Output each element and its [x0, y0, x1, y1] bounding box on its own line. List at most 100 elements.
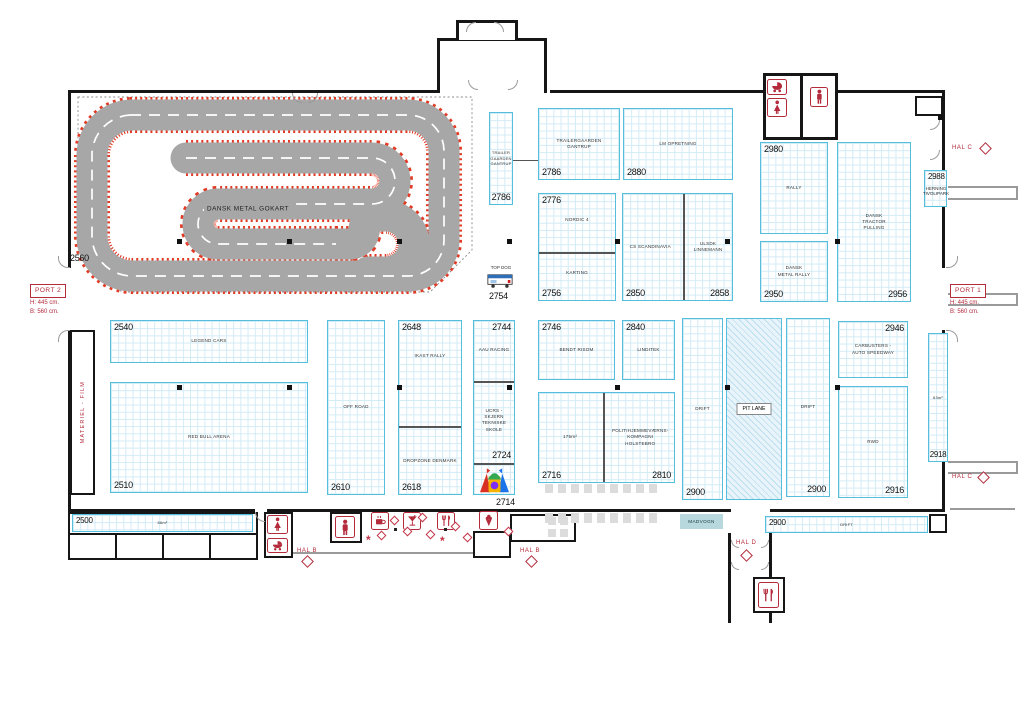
diamond-ornament: [462, 532, 473, 543]
booth-label: UCRS - SKJERN TEKNISKE SKOLE: [481, 408, 507, 432]
port-2-annotation: PORT 2 H: 445 cm. B: 560 cm.: [30, 284, 67, 317]
annex-room-1: [473, 531, 511, 558]
booth-label: LM OPRETNING: [659, 140, 697, 146]
pillar: [725, 385, 730, 390]
door-arc: [761, 540, 769, 548]
booth-2950: DANSK METAL RALLY 2950: [760, 241, 828, 302]
booth-2786: TRAILERGAARDEN GANTRUP 2786: [538, 108, 620, 180]
booth-label: CS SCANDINAVIA: [629, 243, 671, 249]
booth-label: HERNING TIVOLIPARK: [922, 186, 950, 197]
corridor-d-left: [728, 533, 731, 623]
booth-number: 2746: [542, 322, 561, 332]
pillar: [835, 385, 840, 390]
booth-2918: 63m² 2918: [928, 333, 948, 462]
door-arc: [930, 120, 940, 130]
hal-b-diamond-2: [525, 555, 538, 568]
hal-d-diamond: [740, 549, 753, 562]
booth-label: IKAST RALLY: [414, 352, 446, 358]
wall-top-3: [838, 90, 945, 93]
booth-label: TRAILERGAARDEN GANTRUP: [556, 137, 602, 149]
booth-divider: [603, 393, 605, 482]
booth-2900-right: DRIFT 2900: [786, 318, 830, 497]
leader-line: [513, 160, 538, 161]
pillar: [835, 239, 840, 244]
booth-2610: OFF ROAD 2610: [327, 320, 385, 495]
materiel-label: MATERIEL - FILM: [79, 381, 86, 444]
booth-2840: LINDITEK 2840: [622, 320, 675, 380]
booth-number: 2510: [114, 480, 133, 490]
pit-lane-label: PIT LANE: [736, 403, 772, 415]
booth-number: 2756: [542, 288, 561, 298]
booth-2900-left: DRIFT 2900: [682, 318, 723, 500]
flower-ornament: *: [440, 534, 445, 548]
pillar: [287, 239, 292, 244]
pillar: [615, 385, 620, 390]
baby-changing-icon: [767, 79, 787, 95]
baby-changing-icon: [267, 538, 288, 553]
booth-label: KARTING: [566, 270, 588, 276]
door-gap-2: [731, 509, 770, 512]
booth-number: 2880: [627, 167, 646, 177]
wall-bottom: [68, 509, 945, 512]
dock-line: [1016, 461, 1018, 473]
booth-number: 2850: [626, 288, 645, 298]
booth-label: ULSDK LINNEMANN: [693, 240, 723, 252]
dock-line: [948, 198, 1018, 200]
booth-2988: 2988: [924, 170, 947, 207]
port-1-width: B: 560 cm.: [950, 308, 979, 315]
booth-label: DRIFT: [840, 521, 853, 527]
dock-line: [948, 461, 1018, 463]
pillar: [725, 239, 730, 244]
annex-left-vwall-1: [115, 535, 117, 559]
diamond-ornament: [376, 530, 387, 541]
booth-label: AAU RACING: [478, 347, 510, 353]
hal-b-label-2: HAL B: [520, 548, 541, 554]
pillar: [177, 385, 182, 390]
hal-c-diamond-top: [979, 142, 992, 155]
toilet-block-divider: [800, 73, 803, 140]
booth-label: RALLY: [786, 184, 802, 190]
topdog-number: 2754: [489, 291, 508, 301]
booth-number: 2744: [492, 322, 511, 332]
booth-2850-2858: CS SCANDINAVIA ULSDK LINNEMANN 2850 2858: [622, 193, 733, 301]
pillar: [397, 239, 402, 244]
track-number: 2560: [70, 253, 89, 263]
entrance-porch: [456, 20, 518, 40]
table-square: [548, 529, 556, 537]
marker-dot: [394, 528, 397, 531]
booth-divider: [399, 426, 461, 428]
booth-2880: LM OPRETNING 2880: [623, 108, 733, 180]
pillar: [287, 385, 292, 390]
hal-b-diamond-1: [301, 555, 314, 568]
hal-d-label: HAL D: [736, 540, 757, 546]
hal-b-label-1: HAL B: [297, 548, 318, 554]
hal-c-label-bottom: HAL C: [952, 474, 973, 480]
booth-2540: LEGEND CARS 2540: [110, 320, 308, 363]
booth-2510: RED BULL ARENA 2510: [110, 382, 308, 493]
booth-number: 2900: [807, 484, 826, 494]
booth-number: 2900: [769, 518, 786, 527]
pillar: [615, 239, 620, 244]
table-row-1: [545, 484, 661, 493]
booth-number: 2786: [542, 167, 561, 177]
booth-label: DANSK TRACTOR PULLING: [862, 212, 886, 231]
booth-divider: [683, 194, 685, 300]
booth-2500: 86m² 2500: [72, 514, 253, 532]
flower-ornament: *: [366, 533, 371, 547]
booth-label: 86m²: [157, 520, 168, 526]
man-toilet-icon: [810, 87, 828, 107]
booth-number: 2916: [885, 485, 904, 495]
booth-number: 2776: [542, 195, 561, 205]
booth-2744-2724-2714: AAU RACING UCRS - SKJERN TEKNISKE SKOLE …: [473, 320, 515, 495]
diamond-ornament: [389, 515, 400, 526]
door-arc: [761, 562, 769, 570]
materiel-room: MATERIEL - FILM: [70, 330, 95, 495]
booth-number: 2900: [686, 487, 705, 497]
annex-left-hwall: [70, 533, 256, 535]
pillar: [507, 385, 512, 390]
hal-c-label-top: HAL C: [952, 145, 973, 151]
booth-number: 2648: [402, 322, 421, 332]
wall-top-2: [550, 90, 763, 93]
annex-left-vwall-3: [209, 535, 211, 559]
marker-dot: [444, 528, 447, 531]
